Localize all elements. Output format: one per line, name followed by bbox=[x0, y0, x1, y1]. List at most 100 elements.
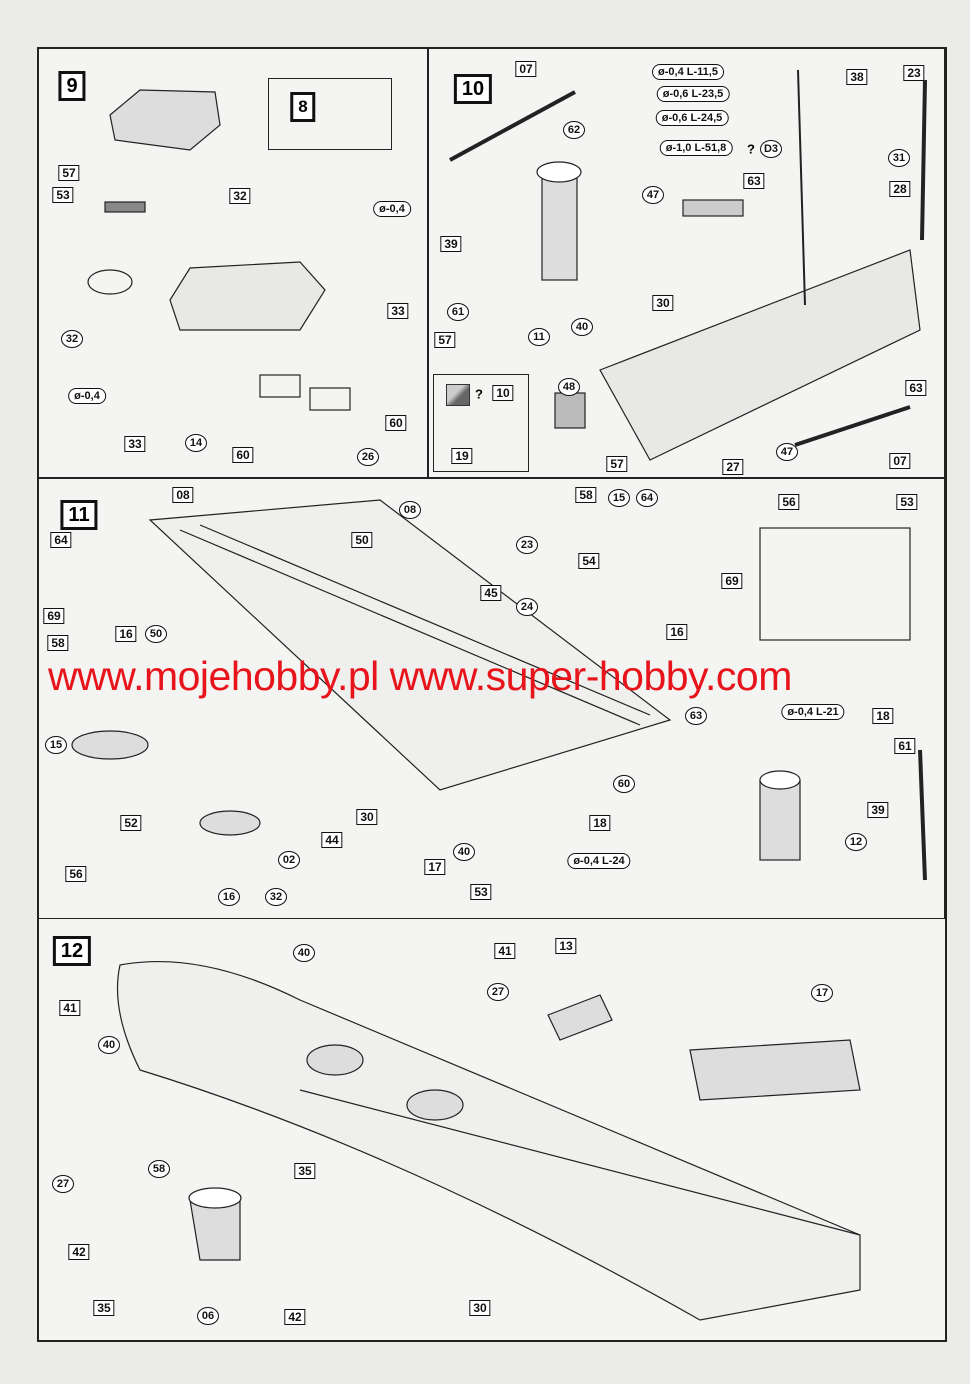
part-label: 12 bbox=[845, 833, 867, 851]
part-label: 52 bbox=[120, 815, 142, 831]
part-label: 32 bbox=[265, 888, 287, 906]
part-label: 47 bbox=[776, 443, 798, 461]
step-9-panel bbox=[37, 47, 429, 479]
part-label: 27 bbox=[722, 459, 744, 475]
part-label: 56 bbox=[65, 866, 87, 882]
part-label: 69 bbox=[721, 573, 743, 589]
part-label: 16 bbox=[218, 888, 240, 906]
part-label: 26 bbox=[357, 448, 379, 466]
part-label: 61 bbox=[894, 738, 916, 754]
part-label: 31 bbox=[888, 149, 910, 167]
step-10-panel bbox=[427, 47, 945, 479]
part-label: 35 bbox=[93, 1300, 115, 1316]
part-label: 42 bbox=[68, 1244, 90, 1260]
part-label: 16 bbox=[666, 624, 688, 640]
part-label: 35 bbox=[294, 1163, 316, 1179]
wire-label: ø-0,6 L-24,5 bbox=[655, 110, 729, 126]
step-10-number: 10 bbox=[453, 74, 493, 104]
part-label: 32 bbox=[61, 330, 83, 348]
part-label: 58 bbox=[148, 1160, 170, 1178]
step-8-inset bbox=[268, 78, 392, 150]
part-label: 40 bbox=[571, 318, 593, 336]
part-label: 17 bbox=[424, 859, 446, 875]
part-label: 58 bbox=[47, 635, 69, 651]
part-label: 07 bbox=[515, 61, 537, 77]
decal-inset bbox=[433, 374, 529, 472]
photo-etch-icon bbox=[446, 384, 470, 406]
part-label: 61 bbox=[447, 303, 469, 321]
part-label: 28 bbox=[889, 181, 911, 197]
part-label: 33 bbox=[124, 436, 146, 452]
wire-label: ø-1,0 L-51,8 bbox=[659, 140, 733, 156]
wire-label: ø-0,4 bbox=[68, 388, 106, 404]
part-label: 27 bbox=[52, 1175, 74, 1193]
part-label: 44 bbox=[321, 832, 343, 848]
part-label: 64 bbox=[636, 489, 658, 507]
step-8-number: 8 bbox=[290, 92, 316, 122]
part-label: 40 bbox=[98, 1036, 120, 1054]
part-label: 14 bbox=[185, 434, 207, 452]
part-label: 41 bbox=[59, 1000, 81, 1016]
hull-12 bbox=[116, 960, 861, 1321]
part-label: 50 bbox=[351, 532, 373, 548]
part-label: 39 bbox=[867, 802, 889, 818]
part-label: 64 bbox=[50, 532, 72, 548]
part-label: 33 bbox=[387, 303, 409, 319]
part-label: 63 bbox=[905, 380, 927, 396]
part-label: 57 bbox=[434, 332, 456, 348]
part-label: 56 bbox=[778, 494, 800, 510]
hull-deck-11 bbox=[71, 499, 927, 881]
part-label: 54 bbox=[578, 553, 600, 569]
part-label: 48 bbox=[558, 378, 580, 396]
part-label: 16 bbox=[115, 626, 137, 642]
watermark: www.mojehobby.pl www.super-hobby.com bbox=[48, 653, 792, 699]
part-label: 06 bbox=[197, 1307, 219, 1325]
part-label: 30 bbox=[356, 809, 378, 825]
part-label: 18 bbox=[589, 815, 611, 831]
step-11-panel bbox=[37, 477, 945, 919]
part-label: 60 bbox=[232, 447, 254, 463]
part-label: 57 bbox=[58, 165, 80, 181]
wire-label: ø-0,4 L-11,5 bbox=[652, 64, 724, 80]
part-label: 42 bbox=[284, 1309, 306, 1325]
part-label: 02 bbox=[278, 851, 300, 869]
part-label: 38 bbox=[846, 69, 868, 85]
wire-label: ø-0,4 L-24 bbox=[567, 853, 631, 869]
part-label: 53 bbox=[470, 884, 492, 900]
deck-assembly-10 bbox=[449, 69, 927, 461]
question-mark: ? bbox=[475, 386, 483, 402]
part-label: 57 bbox=[606, 456, 628, 472]
part-label: 69 bbox=[43, 608, 65, 624]
part-label: 10 bbox=[492, 385, 514, 401]
part-label: 47 bbox=[642, 186, 664, 204]
part-label: 60 bbox=[385, 415, 407, 431]
part-label: 07 bbox=[889, 453, 911, 469]
part-label: 13 bbox=[555, 938, 577, 954]
bridge-assembly-9 bbox=[87, 89, 351, 411]
part-label: 24 bbox=[516, 598, 538, 616]
part-label: 23 bbox=[903, 65, 925, 81]
step-9-number: 9 bbox=[58, 71, 86, 101]
part-label: 63 bbox=[685, 707, 707, 725]
wire-label: ø-0,6 L-23,5 bbox=[656, 86, 730, 102]
part-label: 32 bbox=[229, 188, 251, 204]
part-label: 45 bbox=[480, 585, 502, 601]
part-label: 18 bbox=[872, 708, 894, 724]
part-label: 30 bbox=[652, 295, 674, 311]
part-label: 15 bbox=[45, 736, 67, 754]
question-mark: ? bbox=[747, 141, 755, 157]
step-11-number: 11 bbox=[60, 500, 98, 530]
part-label: 39 bbox=[440, 236, 462, 252]
part-label: 30 bbox=[469, 1300, 491, 1316]
part-label: 27 bbox=[487, 983, 509, 1001]
part-label: 40 bbox=[453, 843, 475, 861]
part-label: 15 bbox=[608, 489, 630, 507]
part-label: 11 bbox=[528, 328, 550, 346]
part-label: 58 bbox=[575, 487, 597, 503]
part-label: 53 bbox=[896, 494, 918, 510]
part-label: 60 bbox=[613, 775, 635, 793]
step-12-number: 12 bbox=[52, 936, 92, 966]
part-label: 53 bbox=[52, 187, 74, 203]
wire-label: ø-0,4 L-21 bbox=[781, 704, 845, 720]
